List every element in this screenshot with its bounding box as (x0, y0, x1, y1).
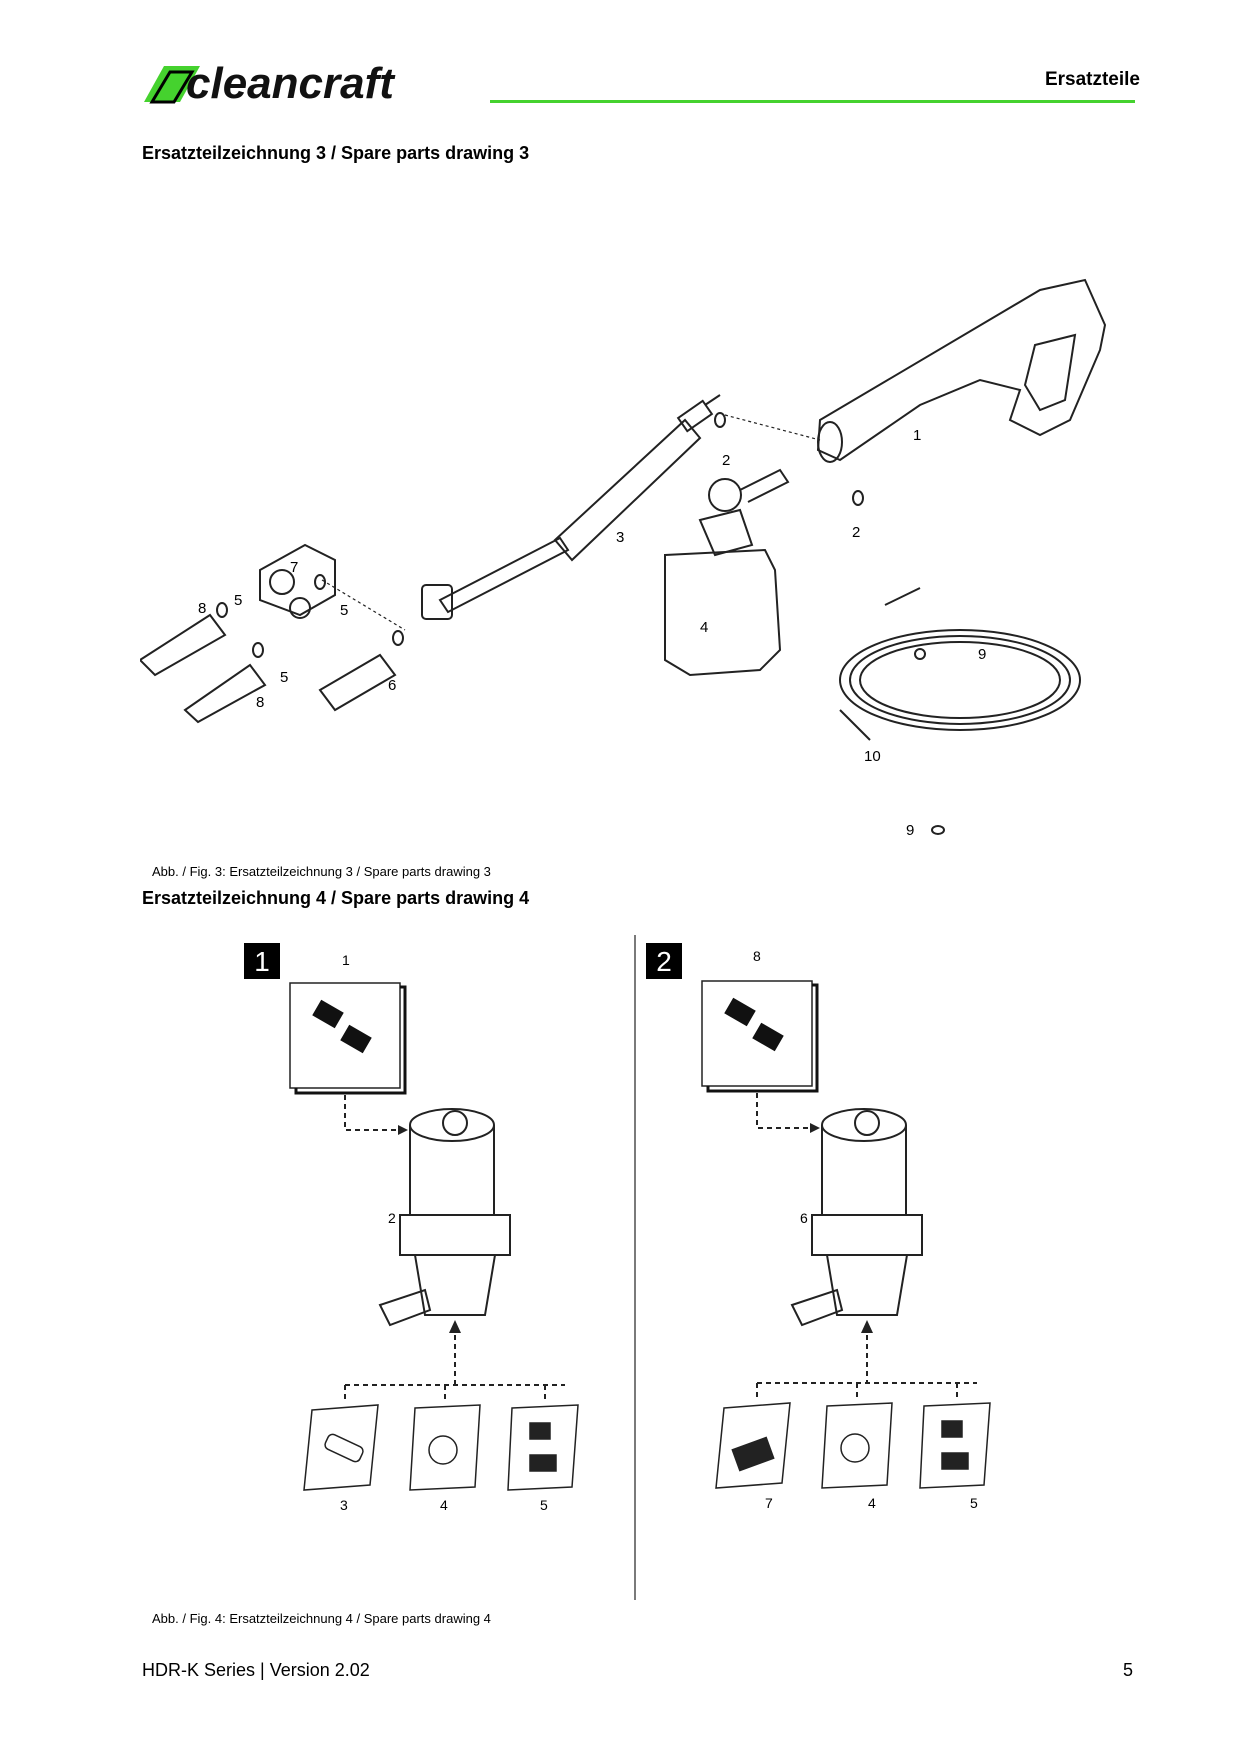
carbon-brush-icon (312, 999, 372, 1054)
callout-2-b: 2 (852, 524, 860, 541)
spare-parts-drawing-3: 1 2 2 3 4 5 5 5 6 7 8 8 9 9 10 (138, 270, 1120, 855)
callout-6: 6 (388, 677, 396, 694)
callout-9-b: 9 (906, 822, 914, 839)
figure-caption-3: Abb. / Fig. 3: Ersatzteilzeichnung 3 / S… (152, 864, 491, 879)
lance-part (553, 418, 702, 562)
header-title: Ersatzteile (1044, 69, 1140, 90)
panel-2: 2 8 6 (646, 943, 991, 1511)
panel-2-number: 2 (656, 946, 672, 977)
callout-9-a: 9 (978, 646, 986, 663)
kit-bag-4 (409, 1404, 481, 1491)
spray-gun-part (816, 278, 1107, 462)
callout-5-b: 5 (280, 669, 288, 686)
callout-8-b: 8 (256, 694, 264, 711)
callout-5-c: 5 (340, 602, 348, 619)
adjustable-nozzle-part (318, 653, 397, 712)
spare-parts-drawing-4: 1 1 2 (230, 915, 1090, 1605)
callout-7: 7 (290, 559, 298, 576)
logo-outline-shape (149, 70, 195, 104)
logo-wordmark: cleancraft (186, 59, 396, 108)
section-title-drawing-4: Ersatzteilzeichnung 4 / Spare parts draw… (142, 888, 530, 908)
footer-series-version: HDR-K Series | Version 2.02 (142, 1660, 370, 1680)
motor-pump-unit-1 (378, 1108, 511, 1327)
kit-callout-5-a: 5 (540, 1497, 548, 1513)
callout-10: 10 (864, 748, 881, 765)
panel-2-top-callout: 8 (753, 948, 761, 964)
figure-caption-4: Abb. / Fig. 4: Ersatzteilzeichnung 4 / S… (152, 1611, 491, 1626)
panel-2-body-callout: 6 (800, 1210, 808, 1226)
callout-2-a: 2 (722, 452, 730, 469)
callout-8-a: 8 (198, 600, 206, 617)
callout-3: 3 (616, 529, 624, 546)
kit-bag-3 (303, 1404, 379, 1491)
kit-bag-5-b (919, 1402, 991, 1489)
motor-pump-unit-2 (790, 1108, 923, 1327)
kit-bag-7 (715, 1402, 791, 1489)
callout-4: 4 (700, 619, 708, 636)
nozzle-block-part (259, 543, 336, 617)
foam-bottle-part (664, 548, 782, 677)
panel-1-number: 1 (254, 946, 270, 977)
panel-1-badge (244, 943, 280, 979)
cleancraft-logo: cleancraft (142, 58, 482, 108)
panel-2-badge (646, 943, 682, 979)
carbon-brush-icon-2 (724, 997, 784, 1052)
callout-5-a: 5 (234, 592, 242, 609)
callout-1: 1 (913, 427, 921, 444)
turbo-nozzle-part-b (183, 663, 267, 724)
panel-1-top-callout: 1 (342, 952, 350, 968)
lance-nut-part (421, 584, 453, 620)
kit-callout-5-b: 5 (970, 1495, 978, 1511)
kit-callout-4-a: 4 (440, 1497, 448, 1513)
header-rule (490, 100, 1135, 103)
kit-bag-4-b (821, 1402, 893, 1489)
footer-page-number: 5 (1122, 1660, 1133, 1680)
kit-bag-5 (507, 1404, 579, 1491)
section-title-drawing-3: Ersatzteilzeichnung 3 / Spare parts draw… (142, 143, 530, 163)
turbo-nozzle-part-a (138, 613, 227, 677)
hose-coil-part (839, 587, 1081, 741)
panel-1-body-callout: 2 (388, 1210, 396, 1226)
kit-callout-4-b: 4 (868, 1495, 876, 1511)
kit-callout-7: 7 (765, 1495, 773, 1511)
panel-1: 1 1 2 (244, 943, 579, 1513)
kit-callout-3: 3 (340, 1497, 348, 1513)
